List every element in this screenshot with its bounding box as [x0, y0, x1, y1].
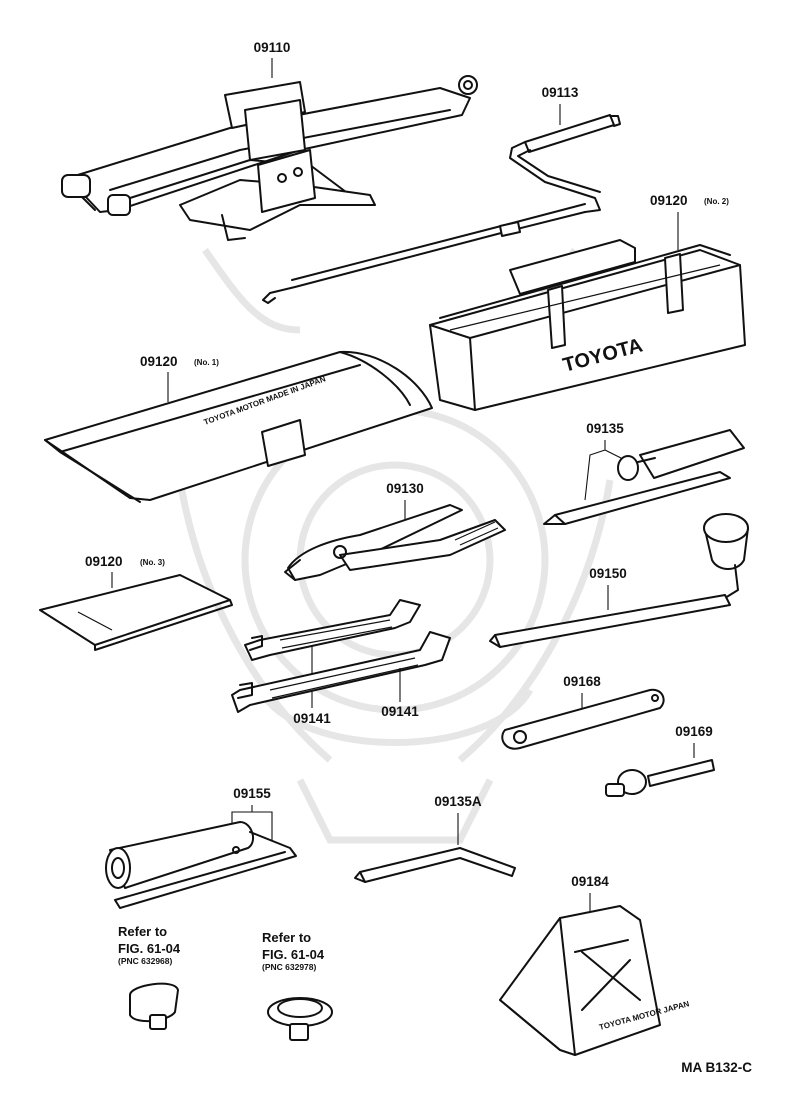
part-ratchet-handle[interactable]: 09168 — [501, 674, 665, 750]
part-socket-adapter[interactable]: 09169 — [605, 724, 715, 797]
part-screwdriver-l[interactable]: 09135A — [354, 794, 516, 883]
part-lug-wrench[interactable]: 09150 — [489, 513, 749, 648]
diagram-code: MA B132-C — [681, 1060, 752, 1075]
part-spark-plug-wrench[interactable]: 09155 — [105, 786, 297, 909]
ref-left-line2: FIG. 61-04 — [118, 941, 181, 956]
part-suffix-manual: (No. 3) — [140, 558, 165, 567]
part-number-wrench-large: 09141 — [381, 704, 419, 719]
ref-left-line1: Refer to — [118, 924, 167, 939]
ref-right-line2: FIG. 61-04 — [262, 947, 325, 962]
part-number-pliers: 09130 — [386, 481, 424, 496]
part-number-wrench-small: 09141 — [293, 711, 331, 726]
ref-right-pnc: (PNC 632978) — [262, 962, 317, 972]
ref-right-line1: Refer to — [262, 930, 311, 945]
part-wrench-small[interactable]: 09141 — [244, 599, 421, 726]
part-number-spark-plug-wrench: 09155 — [233, 786, 271, 801]
part-pliers[interactable]: 09130 — [284, 481, 506, 581]
part-number-tool-bag-no1: 09120 — [140, 354, 178, 369]
ref-right-bolt-icon — [267, 997, 333, 1041]
part-number-manual: 09120 — [85, 554, 123, 569]
part-number-lug-wrench: 09150 — [589, 566, 627, 581]
part-number-screwdriver: 09135 — [586, 421, 624, 436]
part-manual[interactable]: 09120 (No. 3) — [39, 554, 233, 651]
part-wheel-chock[interactable]: 09184 TOYOTA MOTOR JAPAN — [499, 874, 690, 1056]
part-screwdriver[interactable]: 09135 — [543, 421, 745, 525]
part-number-screwdriver-l: 09135A — [434, 794, 482, 809]
part-tool-bag-no1[interactable]: 09120 (No. 1) TOYOTA MOTOR MADE IN JAPAN — [44, 350, 433, 503]
ref-right: Refer to FIG. 61-04 (PNC 632978) — [262, 930, 333, 1041]
part-jack-handle[interactable]: 09113 — [262, 85, 621, 304]
part-number-wheel-chock: 09184 — [571, 874, 609, 889]
part-number-jack: 09110 — [254, 40, 291, 55]
part-number-socket-adapter: 09169 — [675, 724, 713, 739]
part-jack[interactable]: 09110 — [61, 40, 478, 241]
part-suffix-tool-bag-no1: (No. 1) — [194, 358, 219, 367]
part-tool-bag-no2[interactable]: 09120 (No. 2) TOYOTA — [429, 193, 746, 411]
part-wrench-large[interactable]: 09141 — [231, 631, 451, 719]
part-suffix-tool-bag-no2: (No. 2) — [704, 197, 729, 206]
ref-left-pnc: (PNC 632968) — [118, 956, 173, 966]
part-number-ratchet-handle: 09168 — [563, 674, 601, 689]
part-number-tool-bag-no2: 09120 — [650, 193, 688, 208]
part-number-jack-handle: 09113 — [542, 85, 579, 100]
ref-left: Refer to FIG. 61-04 (PNC 632968) — [118, 924, 181, 1030]
ref-left-bolt-icon — [129, 982, 179, 1030]
